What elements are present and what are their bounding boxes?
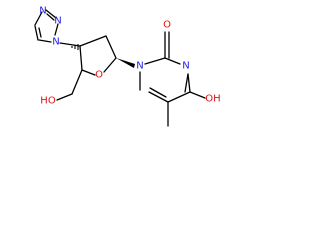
bond: [54, 23, 59, 36]
hydroxyl-label: HO: [40, 96, 56, 107]
bond: [79, 45, 83, 71]
bond: [144, 57, 166, 65]
triazole-n3-label: N: [54, 16, 61, 27]
triazole-n1-label: N: [52, 37, 59, 48]
bond: [167, 91, 191, 103]
bond: [81, 69, 96, 76]
pyrimidine-n1-label: N: [136, 61, 143, 72]
bond: [45, 9, 57, 19]
molecule-structure: N N N O HO N O N OH: [34, 6, 221, 127]
ring-oxygen-label: O: [95, 70, 103, 81]
bond: [189, 91, 206, 99]
bond: [71, 69, 83, 95]
bond: [34, 25, 39, 41]
bond: [148, 91, 169, 103]
bond: [79, 35, 107, 47]
bond: [184, 73, 189, 93]
atom-labels: N N N O HO N O N OH: [39, 6, 220, 107]
bond-layer: [34, 9, 206, 127]
bond: [164, 57, 181, 65]
bond: [187, 73, 191, 93]
bond: [38, 27, 42, 38]
stereo-wedge-bond: [116, 58, 135, 68]
carbonyl-oxygen-label: O: [163, 20, 171, 31]
pyrimidine-n3-label: N: [182, 61, 189, 72]
bond: [103, 57, 117, 73]
bond: [105, 35, 117, 59]
bond: [56, 93, 73, 101]
enol-oxygen-label: OH: [205, 94, 220, 105]
triazole-n2-label: N: [39, 6, 46, 17]
bond: [59, 42, 81, 47]
bond: [38, 39, 52, 43]
bond: [149, 87, 167, 98]
bond: [34, 11, 43, 26]
bond: [46, 13, 55, 21]
stereo-hash-bond: [71, 44, 79, 50]
